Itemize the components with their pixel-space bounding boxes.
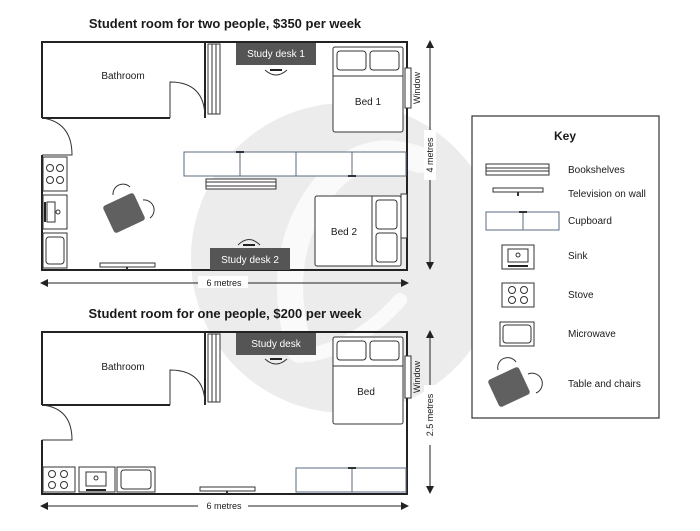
- plan1-width-label: 6 metres: [206, 278, 242, 288]
- stove-icon: [501, 282, 535, 308]
- plan2-bed: [332, 336, 404, 425]
- plan1-bookshelves-vertical: [207, 43, 221, 115]
- plan2-bathroom-label: Bathroom: [101, 362, 144, 373]
- key-panel: Key Bookshelves Television on wall Cupbo…: [471, 115, 660, 419]
- plan1-bed-1-label: Bed 1: [355, 97, 382, 108]
- plan1-bed-1: [332, 46, 404, 133]
- plan2-microwave: [116, 466, 156, 493]
- plan1-study-desk-2: [210, 248, 290, 270]
- plan1-height-label: 4 metres: [425, 137, 435, 173]
- bathroom-door-icon: [169, 81, 206, 119]
- key-label-table-chairs: Table and chairs: [568, 379, 641, 390]
- plan1-study-desk-1: [236, 43, 316, 65]
- table-chairs-icon: [488, 357, 543, 407]
- plan2-study-desk: [236, 333, 316, 355]
- plan2-stove: [42, 466, 76, 493]
- key-title: Key: [554, 129, 576, 143]
- key-label-sink: Sink: [568, 251, 588, 262]
- key-label-cupboard: Cupboard: [568, 216, 612, 227]
- plan1-bookshelves-horizontal: [205, 178, 277, 190]
- plan2-sink: [78, 466, 116, 493]
- plan1-television: [99, 262, 156, 270]
- plan2-bed-label: Bed: [357, 387, 375, 398]
- plan2-width-label: 6 metres: [206, 501, 242, 511]
- plan2-television: [199, 486, 256, 494]
- plan1-bathroom-label: Bathroom: [101, 71, 144, 82]
- plan1-table-and-chairs: [103, 183, 155, 233]
- plan1-study-desk-1-label: Study desk 1: [247, 49, 305, 60]
- plan1-cupboards: [183, 151, 407, 177]
- plan2-room: Bathroom Study desk Bed Window: [41, 331, 422, 495]
- plan2-bathroom-door-icon: [169, 369, 206, 406]
- sink-icon: [501, 244, 535, 270]
- plan1-bed-2-label: Bed 2: [331, 227, 358, 238]
- plan2-window: [404, 355, 412, 399]
- plan1-window-label: Window: [412, 71, 422, 104]
- entry-door-icon: [41, 117, 73, 156]
- plan1-bed-2-headboard: [400, 193, 408, 239]
- cupboard-icon: [485, 211, 560, 231]
- plan2-study-desk-label: Study desk: [251, 339, 301, 350]
- plan1-height-dimension: 4 metres: [424, 40, 436, 270]
- key-label-stove: Stove: [568, 290, 594, 301]
- plan1-chair-1-icon: [264, 69, 288, 76]
- plan1-stove: [42, 156, 68, 192]
- bookshelves-icon: [485, 163, 550, 176]
- plan1-room: Bathroom Study desk 1 Bed 1 Window: [41, 41, 422, 271]
- plan1-width-dimension: 6 metres: [40, 276, 409, 288]
- plan1-chair-2-icon: [237, 239, 261, 246]
- plan1-bed-2: [314, 195, 402, 267]
- key-label-television: Television on wall: [568, 189, 646, 200]
- plan1-title: Student room for two people, $350 per we…: [89, 16, 362, 31]
- key-label-microwave: Microwave: [568, 329, 616, 340]
- key-label-bookshelves: Bookshelves: [568, 165, 625, 176]
- plan2-entry-door-icon: [41, 404, 73, 441]
- plan1-sink: [42, 194, 68, 230]
- plan2-width-dimension: 6 metres: [40, 499, 409, 511]
- plan2-height-label: 2.5 metres: [425, 393, 435, 436]
- television-icon: [492, 187, 544, 196]
- plan2-bookshelves-vertical: [207, 333, 221, 403]
- plan2-cupboards: [295, 467, 407, 493]
- plan2-height-dimension: 2.5 metres: [424, 330, 436, 494]
- plan2-window-label: Window: [412, 360, 422, 393]
- microwave-icon: [499, 321, 535, 347]
- plan2-title: Student room for one people, $200 per we…: [88, 306, 362, 321]
- plan2-chair-icon: [264, 358, 288, 365]
- plan1-window: [404, 67, 412, 109]
- plan1-study-desk-2-label: Study desk 2: [221, 255, 279, 266]
- plan1-microwave: [42, 232, 68, 269]
